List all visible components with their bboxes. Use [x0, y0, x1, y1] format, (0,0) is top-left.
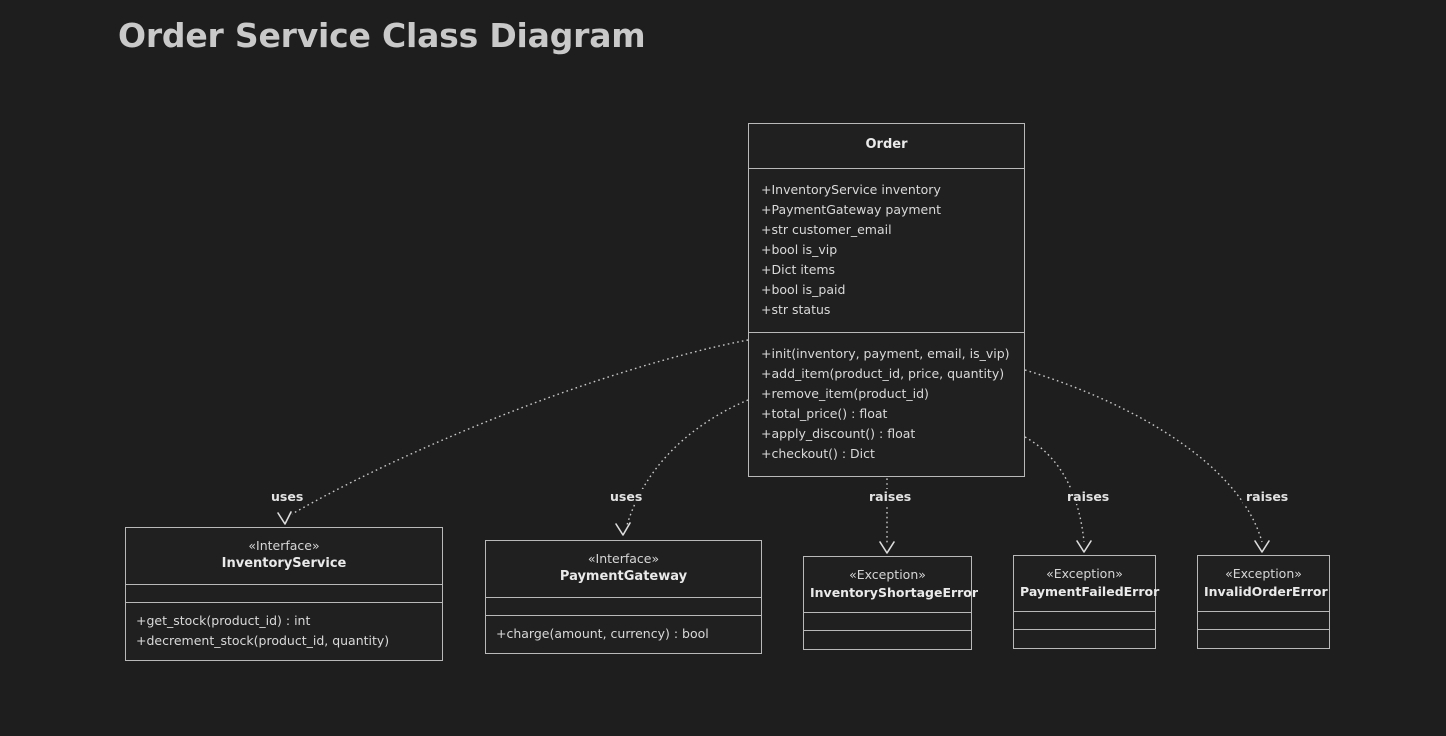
operation-row: +remove_item(product_id) — [761, 385, 929, 401]
attribute-row: +bool is_vip — [761, 241, 838, 257]
class-operations-paymentgateway: +charge(amount, currency) : bool — [486, 616, 761, 653]
class-attributes-inventoryservice — [126, 585, 442, 603]
edge-order-uses-inventoryservice — [277, 339, 749, 525]
class-attributes-invalidordererror — [1198, 612, 1329, 631]
class-operations-order: +init(inventory, payment, email, is_vip)… — [749, 333, 1024, 476]
attribute-row: +Dict items — [761, 261, 836, 277]
operation-row: +apply_discount() : float — [761, 425, 916, 441]
edge-order-raises-inventoryshortageerror — [879, 464, 895, 554]
operation-row: +charge(amount, currency) : bool — [496, 625, 709, 641]
class-stereotype-paymentgateway: «Interface» — [587, 551, 660, 566]
operation-row: +checkout() : Dict — [761, 445, 875, 461]
class-attributes-paymentfailederror — [1014, 612, 1155, 631]
edge-label-uses-inventoryservice: uses — [268, 489, 307, 504]
class-stereotype-invalidordererror: «Exception» — [1225, 566, 1302, 581]
arrowhead-open-icon — [1254, 540, 1270, 553]
class-header-paymentfailederror: «Exception» PaymentFailedError — [1014, 556, 1160, 613]
operation-row: +get_stock(product_id) : int — [136, 612, 311, 628]
class-name-invalidordererror: InvalidOrderError — [1204, 584, 1328, 600]
edge-order-uses-paymentgateway — [615, 399, 749, 536]
class-attributes-inventoryshortageerror — [804, 613, 971, 632]
edge-order-raises-invalidordererror — [1024, 369, 1270, 553]
class-stereotype-inventoryservice: «Interface» — [248, 538, 320, 553]
edge-label-raises-inventoryshortageerror: raises — [866, 489, 915, 504]
operation-row: +decrement_stock(product_id, quantity) — [136, 632, 390, 648]
edge-order-raises-paymentfailederror — [1024, 436, 1092, 553]
class-stereotype-inventoryshortageerror: «Exception» — [849, 567, 926, 582]
class-node-invalidordererror[interactable]: «Exception» InvalidOrderError — [1197, 555, 1330, 650]
class-stereotype-paymentfailederror: «Exception» — [1046, 566, 1123, 581]
attribute-row: +str customer_email — [761, 221, 892, 237]
class-node-inventoryshortageerror[interactable]: «Exception» InventoryShortageError — [803, 556, 979, 651]
arrowhead-open-icon — [879, 541, 895, 554]
attribute-row: +InventoryService inventory — [761, 181, 941, 197]
arrowhead-open-icon — [1076, 540, 1092, 553]
edge-label-raises-paymentfailederror: raises — [1064, 489, 1113, 504]
edge-line — [1024, 369, 1263, 543]
edge-line — [626, 399, 749, 526]
edge-label-raises-invalidordererror: raises — [1243, 489, 1292, 504]
class-operations-paymentfailederror — [1014, 630, 1155, 648]
class-name-order: Order — [865, 137, 908, 152]
class-name-inventoryshortageerror: InventoryShortageError — [810, 585, 979, 601]
edge-line — [291, 339, 749, 515]
class-header-inventoryservice: «Interface» InventoryService — [126, 528, 442, 585]
class-node-paymentfailederror[interactable]: «Exception» PaymentFailedError — [1013, 555, 1160, 650]
class-header-invalidordererror: «Exception» InvalidOrderError — [1198, 556, 1329, 613]
class-operations-inventoryshortageerror — [804, 631, 971, 649]
class-attributes-order: +InventoryService inventory +PaymentGate… — [749, 169, 1024, 333]
class-operations-invalidordererror — [1198, 630, 1329, 648]
class-header-inventoryshortageerror: «Exception» InventoryShortageError — [804, 557, 979, 614]
class-node-paymentgateway[interactable]: «Interface» PaymentGateway +charge(amoun… — [485, 540, 762, 654]
class-node-order[interactable]: Order +InventoryService inventory +Payme… — [748, 123, 1025, 477]
attribute-row: +bool is_paid — [761, 281, 846, 297]
arrowhead-open-icon — [615, 522, 631, 536]
operation-row: +total_price() : float — [761, 405, 888, 421]
operation-row: +add_item(product_id, price, quantity) — [761, 365, 1005, 381]
class-attributes-paymentgateway — [486, 598, 761, 616]
class-operations-inventoryservice: +get_stock(product_id) : int +decrement_… — [126, 603, 442, 660]
class-name-paymentfailederror: PaymentFailedError — [1020, 584, 1160, 600]
class-name-inventoryservice: InventoryService — [221, 556, 347, 572]
page-title: Order Service Class Diagram — [118, 16, 646, 55]
edge-line — [1024, 436, 1085, 543]
class-header-paymentgateway: «Interface» PaymentGateway — [486, 541, 761, 598]
attribute-row: +PaymentGateway payment — [761, 201, 942, 217]
arrowhead-open-icon — [277, 511, 292, 525]
class-node-inventoryservice[interactable]: «Interface» InventoryService +get_stock(… — [125, 527, 443, 661]
edge-label-uses-paymentgateway: uses — [607, 489, 646, 504]
attribute-row: +str status — [761, 301, 831, 317]
operation-row: +init(inventory, payment, email, is_vip) — [761, 345, 1010, 361]
class-name-paymentgateway: PaymentGateway — [559, 569, 688, 585]
class-header-order: Order — [749, 124, 1024, 169]
